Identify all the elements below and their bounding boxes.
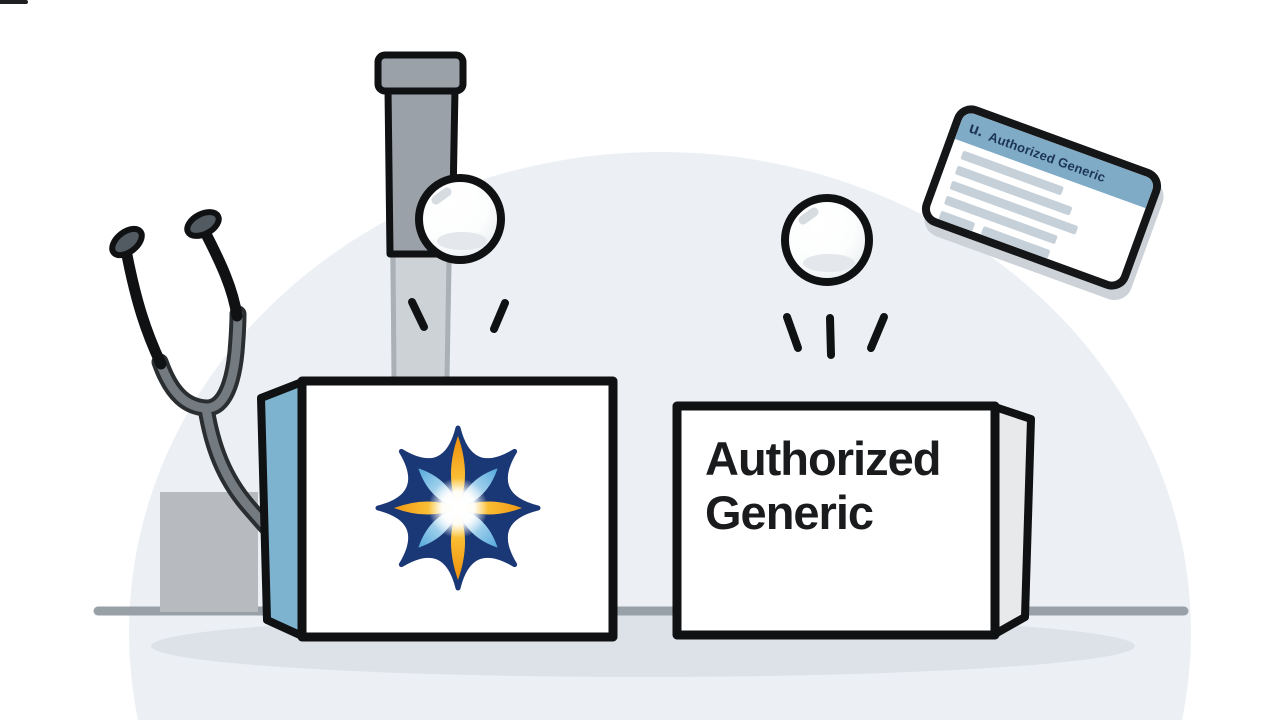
side-table-block: [160, 492, 258, 612]
motion-lines-brand: [408, 298, 509, 333]
generic-pill: [781, 194, 873, 286]
motion-lines-generic: [783, 313, 888, 359]
starburst-logo-icon: [375, 425, 541, 591]
card-logo-text: u.: [966, 119, 986, 141]
brand-pill: [415, 174, 505, 264]
brand-drug-box: [257, 376, 618, 642]
stethoscope-earpiece-right: [184, 209, 222, 239]
stethoscope: [109, 209, 279, 540]
generic-drug-box: [672, 401, 1035, 640]
generic-box-label: Authorized Generic: [705, 432, 941, 539]
stethoscope-earpiece-left: [109, 225, 145, 259]
edge-mark: [0, 0, 28, 4]
